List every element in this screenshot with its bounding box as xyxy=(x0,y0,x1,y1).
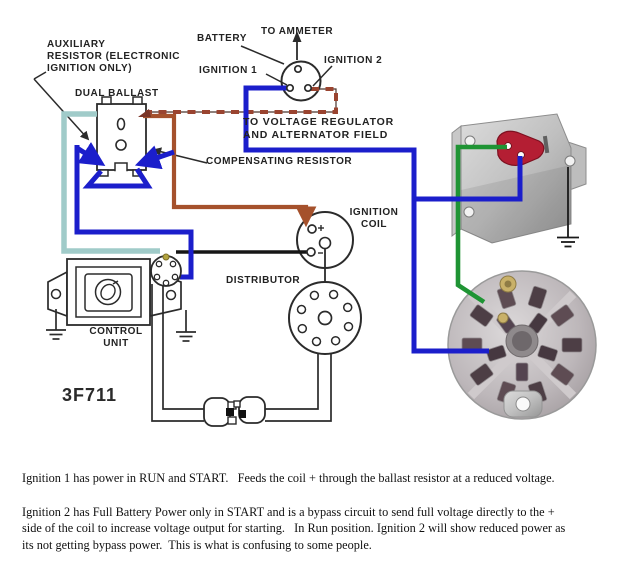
blue-ballast-arrow-left xyxy=(75,142,106,167)
connector-pin xyxy=(153,273,161,281)
regulator-red-connector xyxy=(496,130,545,167)
wire-blue-ignition1 xyxy=(74,85,523,354)
plug-male-prong xyxy=(227,416,237,425)
pickup-wire xyxy=(265,353,332,422)
label-to-ammeter: TO AMMETER xyxy=(261,26,334,37)
alternator-lug-hole xyxy=(515,396,531,412)
control-unit-ear-hole xyxy=(165,289,177,301)
terminal-overlays xyxy=(150,64,324,287)
bypass-wire-dashes xyxy=(146,87,338,114)
distributor-cap-terminal xyxy=(330,335,341,346)
switch-terminal-ignition1 xyxy=(285,83,295,93)
ballast-hole xyxy=(115,139,127,151)
pickup-wire xyxy=(162,284,204,410)
label-to-voltage-regulator: TO VOLTAGE REGULATOR AND ALTERNATOR FIEL… xyxy=(243,116,394,141)
alternator-screw-small xyxy=(497,312,509,324)
distributor-cap-terminal xyxy=(309,290,320,301)
wires xyxy=(61,85,523,354)
ammeter-arrow-head xyxy=(292,31,302,42)
label-part-number: 3F711 xyxy=(62,385,118,405)
blue-main-run xyxy=(243,85,489,354)
regulator-hole xyxy=(564,155,576,167)
regulator-ground-symbol xyxy=(557,167,579,248)
regulator-shade xyxy=(461,165,571,243)
alternator-photo xyxy=(447,270,597,420)
distributor-cap-terminal xyxy=(296,304,307,315)
wiring-diagram xyxy=(33,31,597,427)
control-unit-ear-hole xyxy=(50,288,62,300)
auxiliary-pointer-bracket xyxy=(33,71,47,80)
wire-brown-coil-feed xyxy=(143,113,317,228)
alternator-hub-center xyxy=(512,331,532,351)
connector-pin xyxy=(155,260,163,268)
pickup-wire-loop xyxy=(151,284,332,427)
coil-plus-sign xyxy=(318,225,324,231)
ballast-top-tab xyxy=(132,96,143,105)
distributor-cap-terminal xyxy=(328,289,339,300)
control-unit-scroll-inner xyxy=(100,283,116,301)
wire-green-field xyxy=(455,144,507,304)
ballast-top-tab xyxy=(101,96,112,105)
coil-positive-terminal xyxy=(307,224,317,234)
control-unit-ground-symbol xyxy=(46,309,66,340)
ballast-body xyxy=(96,103,147,171)
distributor-center xyxy=(317,310,333,326)
connector-pin xyxy=(171,273,179,281)
alternator-screw-center xyxy=(504,280,512,288)
label-ignition-1: IGNITION 1 xyxy=(199,65,258,76)
plug-female-notch xyxy=(233,400,241,408)
distributor-cap-terminal xyxy=(343,321,354,332)
distributor-cap-terminal xyxy=(311,336,322,347)
label-auxiliary-resistor: AUXILIARY RESISTOR (ELECTRONIC IGNITION … xyxy=(47,39,181,74)
label-compensating-resistor: COMPENSATING RESISTOR xyxy=(206,156,353,167)
ballast-resistor xyxy=(96,96,147,177)
auxiliary-pointer xyxy=(33,78,90,141)
ignition2-pointer xyxy=(312,65,333,87)
bypass-wire-arrowhead xyxy=(138,109,151,117)
distributor xyxy=(288,281,362,355)
switch-terminal-ignition2 xyxy=(303,83,313,93)
label-ignition-coil: IGNITION COIL xyxy=(349,207,399,230)
plug-female-lock xyxy=(239,410,246,418)
blue-ballast-arrow-right xyxy=(134,145,175,170)
pickup-wire xyxy=(265,354,319,410)
note-ignition-2: Ignition 2 has Full Battery Power only i… xyxy=(22,504,566,552)
blue-control-unit-branch xyxy=(74,145,194,280)
regulator-slot xyxy=(542,135,550,154)
pickup-wire xyxy=(151,284,204,422)
pointer-lines xyxy=(33,45,333,164)
blue-regulator-branch xyxy=(412,156,523,202)
blue-ballast-staple xyxy=(82,167,153,189)
connector-olive-pin xyxy=(162,253,170,261)
connector-pin xyxy=(169,260,177,268)
ignition1-pointer xyxy=(265,73,288,86)
switch-terminal-ammeter xyxy=(293,64,303,74)
regulator-hole xyxy=(463,206,475,218)
connector-pin xyxy=(162,279,170,287)
distributor-cap-terminal xyxy=(297,323,308,334)
label-distributor: DISTRIBUTOR xyxy=(226,275,301,286)
notes-block: Ignition 1 has power in RUN and START. F… xyxy=(22,470,634,553)
ballast-hole xyxy=(116,117,126,131)
label-ignition-2: IGNITION 2 xyxy=(324,55,383,66)
battery-pointer xyxy=(240,45,285,65)
control-unit-scroll-tick xyxy=(112,280,119,285)
distributor-cap-terminal xyxy=(342,302,353,313)
regulator-hole xyxy=(464,135,476,147)
label-battery: BATTERY xyxy=(197,33,247,44)
plug-male-lock xyxy=(226,408,234,416)
control-unit xyxy=(46,258,196,342)
compensating-pointer xyxy=(152,147,208,164)
ballast-notch xyxy=(114,162,128,172)
wire-teal xyxy=(61,111,160,254)
label-dual-ballast: DUAL BALLAST xyxy=(75,88,159,99)
coil-negative-terminal xyxy=(306,247,316,257)
note-ignition-1: Ignition 1 has power in RUN and START. F… xyxy=(22,471,555,485)
wire-brown-dashed-bypass xyxy=(138,87,338,117)
coil-tower xyxy=(318,236,332,250)
label-control-unit: CONTROL UNIT xyxy=(89,326,143,349)
control-unit-ground-symbol xyxy=(176,310,196,342)
